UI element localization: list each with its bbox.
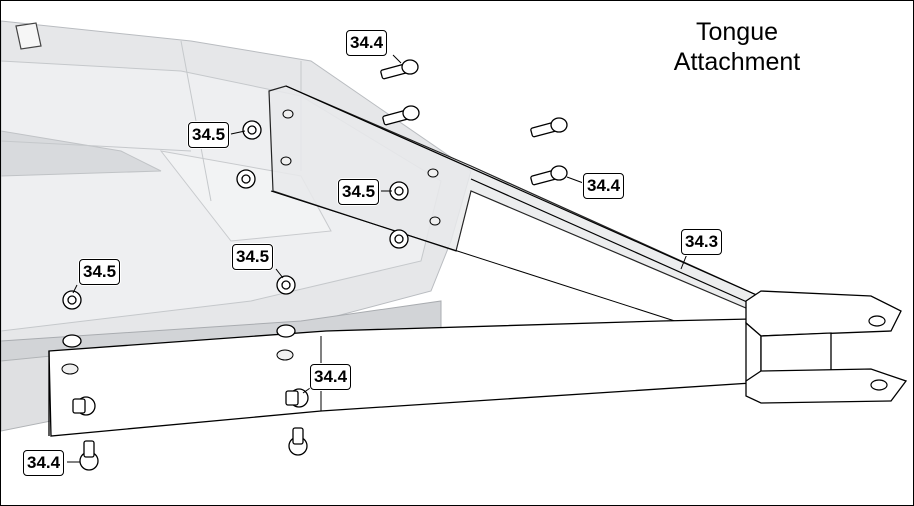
title-line-1: Tongue: [695, 18, 779, 46]
title-line-2: Attachment: [673, 48, 801, 76]
callout-34-3: 34.3: [681, 229, 723, 255]
callout-34-5-center: 34.5: [232, 244, 274, 270]
bolt-right-lower: [530, 165, 568, 186]
callout-34-4-lower-mid: 34.4: [310, 364, 352, 390]
hitch-clevis: [745, 290, 908, 404]
callout-34-5-left: 34.5: [79, 259, 121, 285]
bolt-lower-left: [72, 396, 96, 416]
bolts: [72, 59, 568, 471]
bolt-bottom-mid: [288, 427, 308, 456]
diagram-title: Tongue Attachment: [637, 17, 837, 77]
callout-34-4-bottom-left: 34.4: [23, 450, 65, 476]
bolt-top: [380, 59, 419, 80]
bolt-upper: [382, 105, 420, 126]
callout-34-4-top: 34.4: [346, 30, 388, 56]
callout-34-5-middle: 34.5: [338, 179, 380, 205]
nuts: [62, 120, 409, 348]
callout-34-5-upper-left: 34.5: [188, 122, 230, 148]
bolt-lower-mid: [285, 388, 309, 408]
plate-holes: [61, 109, 441, 375]
bolt-right-upper: [530, 117, 568, 138]
bolt-bottom-left: [79, 440, 99, 471]
callout-34-4-right: 34.4: [583, 173, 625, 199]
